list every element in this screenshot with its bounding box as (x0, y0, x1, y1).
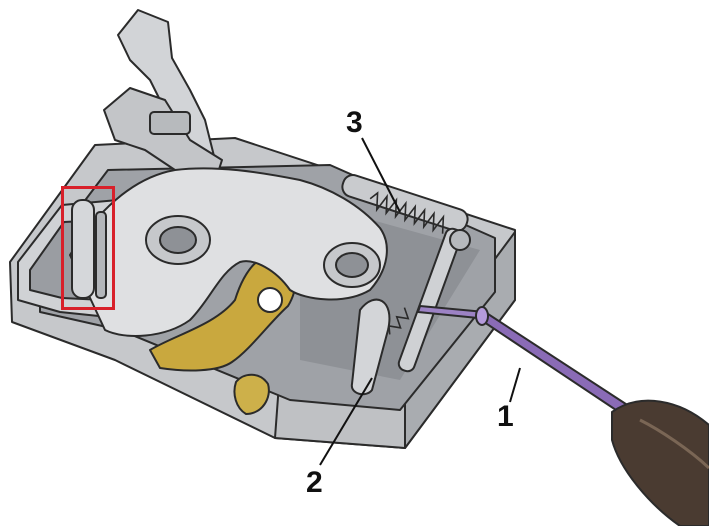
screwdriver-icon (417, 305, 709, 526)
leader-line-3 (361, 137, 401, 213)
leader-line-2 (319, 377, 373, 466)
latch-plate (69, 167, 388, 337)
callout-label-1: 1 (497, 400, 514, 433)
leader-line-1 (509, 367, 521, 403)
leader-lines (319, 137, 521, 466)
highlight-frame (61, 186, 115, 310)
callout-label-3: 3 (346, 106, 363, 139)
brass-latch (149, 250, 298, 415)
callout-label-2: 2 (306, 466, 323, 499)
top-levers (103, 9, 223, 186)
spring-icon (369, 191, 445, 335)
locking-pin (71, 199, 107, 299)
